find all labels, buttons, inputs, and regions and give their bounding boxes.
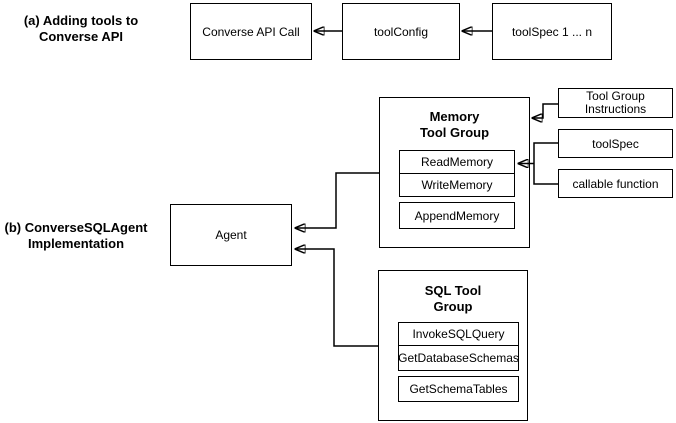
- edge-sqlgroup-to-agent: [295, 249, 378, 347]
- tool-invokesqlquery-node: InvokeSQLQuery: [398, 322, 519, 346]
- edge-bracket-toolspec-callablefunction: [533, 142, 558, 185]
- tool-spec-n-node: toolSpec 1 ... n: [492, 3, 612, 60]
- callable-function-node: callable function: [558, 169, 673, 198]
- memory-tool-group: Memory Tool Group ReadMemory WriteMemory…: [379, 97, 530, 248]
- edge-instructions-to-memorygroup: [532, 103, 558, 118]
- edge-memorygroup-to-agent: [295, 172, 379, 228]
- tool-writememory-node: WriteMemory: [399, 174, 515, 197]
- tool-getdatabaseschemas-node: GetDatabaseSchemas: [398, 346, 519, 371]
- memory-group-title: Memory Tool Group: [419, 109, 490, 140]
- section-a-label: (a) Adding tools to Converse API: [23, 13, 139, 44]
- sql-tool-group: SQL Tool Group InvokeSQLQuery GetDatabas…: [378, 270, 528, 421]
- tool-spec-node: toolSpec: [558, 129, 673, 158]
- tool-readmemory-node: ReadMemory: [399, 150, 515, 174]
- agent-node: Agent: [170, 204, 292, 266]
- tool-getschematables-node: GetSchemaTables: [398, 376, 519, 402]
- section-b-label: (b) ConverseSQLAgent Implementation: [4, 220, 148, 251]
- sql-group-title: SQL Tool Group: [424, 283, 482, 314]
- tool-appendmemory-node: AppendMemory: [399, 202, 515, 229]
- tool-config-node: toolConfig: [342, 3, 460, 60]
- converse-api-call-node: Converse API Call: [190, 3, 312, 60]
- tool-group-instructions-node: Tool Group Instructions: [558, 88, 673, 118]
